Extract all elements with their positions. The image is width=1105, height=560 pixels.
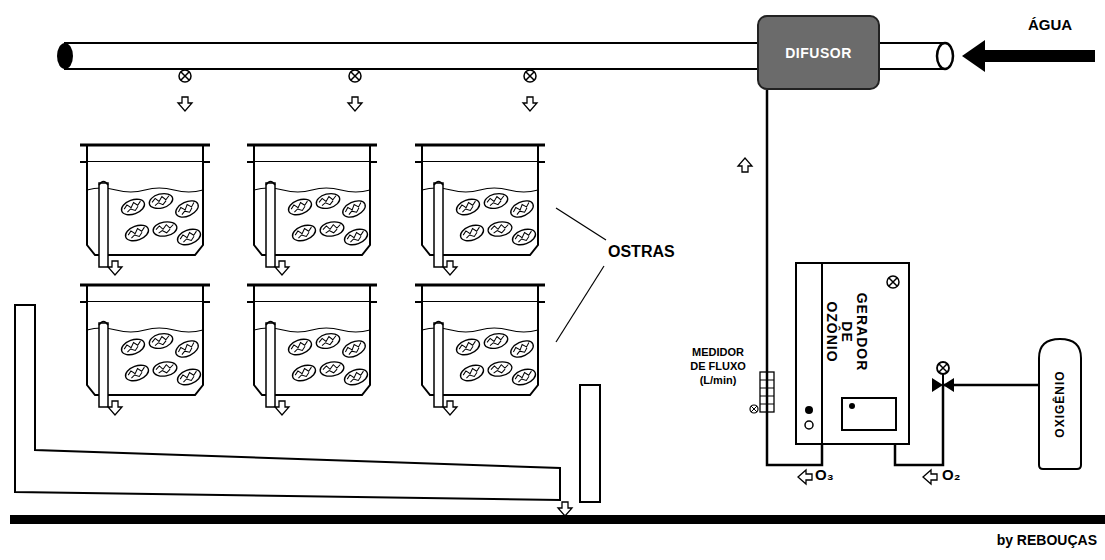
- author-credit: by REBOUÇAS: [955, 532, 1097, 548]
- cylinder-label: OXIGÊNIO: [1053, 370, 1067, 437]
- ozone-generator: GERADOR DE OZÔNIO: [795, 262, 910, 445]
- gas-label: O₃: [815, 466, 845, 483]
- flow-direction-label: ÁGUA: [1005, 16, 1095, 33]
- cylinder-outline: [1039, 339, 1081, 469]
- gas-label: O₂: [942, 466, 972, 483]
- flow-meter-label: MEDIDOR DE FLUXO (L/min): [690, 345, 746, 387]
- box-label: DIFUSOR: [785, 45, 852, 61]
- device-label: GERADOR DE OZÔNIO: [824, 292, 869, 372]
- oxygen-cylinder: OXIGÊNIO: [1038, 338, 1082, 470]
- part-label: OSTRAS: [608, 243, 688, 261]
- gas-line: [895, 385, 1038, 465]
- diffuser-box: DIFUSOR: [757, 15, 880, 90]
